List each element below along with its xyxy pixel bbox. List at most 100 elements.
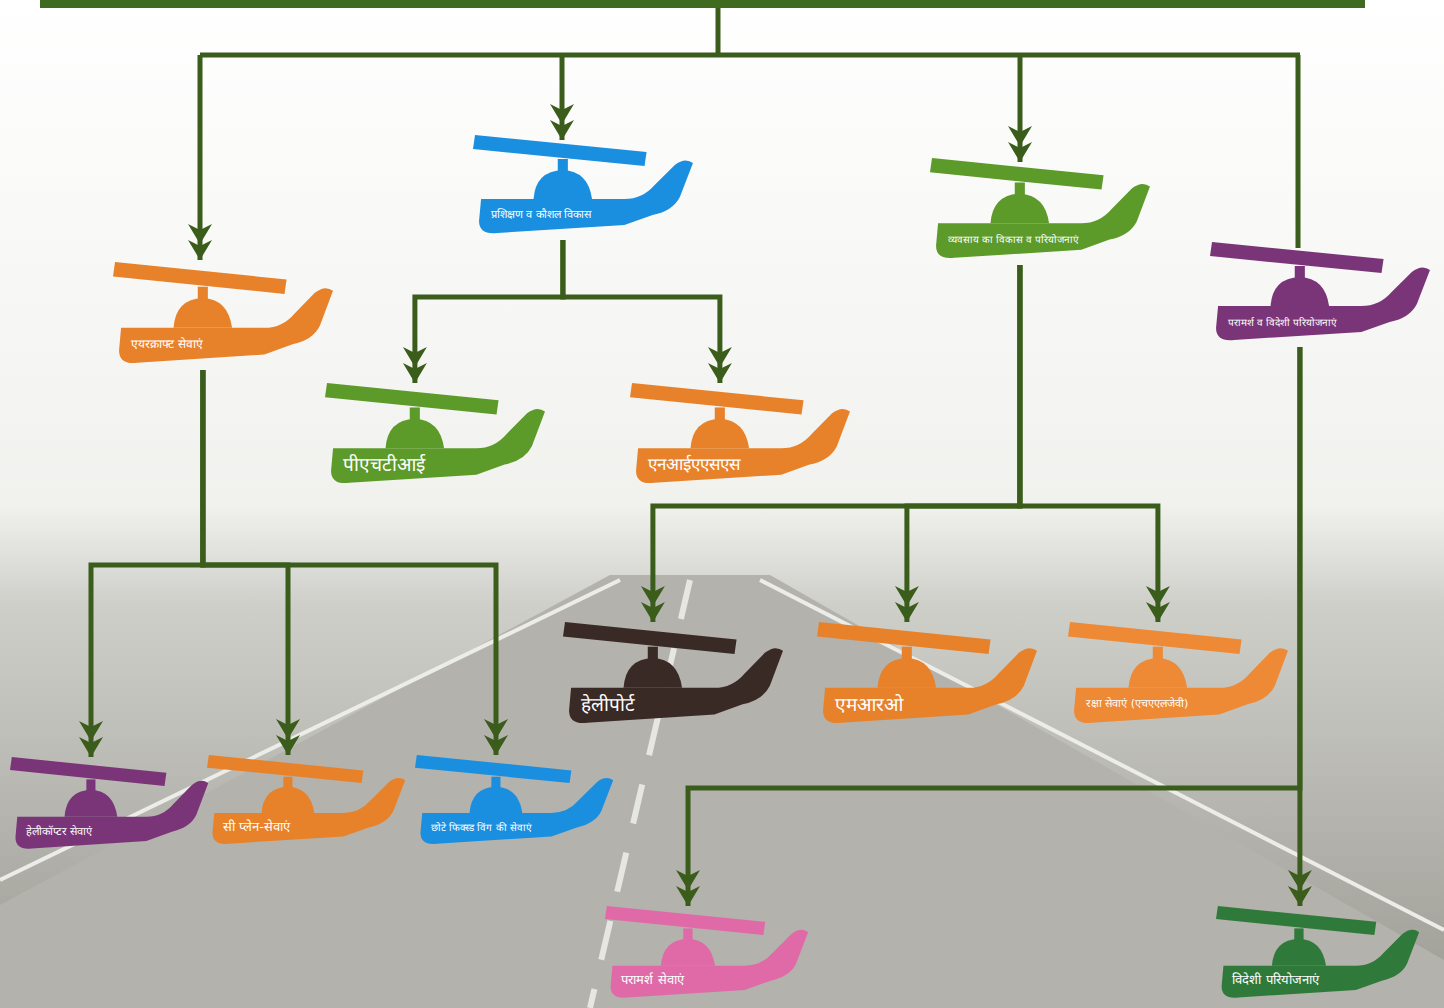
cabin-dome (661, 939, 715, 966)
node-label: परामर्श सेवाएं (621, 973, 683, 988)
cabin-dome (386, 419, 445, 449)
cabin-dome (878, 658, 937, 688)
tree-connector (203, 370, 288, 755)
node-label-area: प्रशिक्षण व कौशल विकास (491, 199, 633, 232)
helicopter-body (1216, 267, 1430, 340)
root-branch (560, 55, 565, 140)
helicopter-shape (415, 755, 615, 850)
helicopter-node: सी प्लेन-सेवाएं (207, 755, 407, 850)
runway-edge-line (0, 580, 620, 880)
tree-connector (91, 370, 203, 757)
cabin-dome (1129, 658, 1188, 688)
helicopter-shape (1216, 906, 1421, 1004)
node-label: हेलीकॉप्टर सेवाएं (26, 826, 93, 839)
node-label-area: रक्षा सेवाएं (एचएएलजेवी) (1086, 688, 1228, 721)
node-label: प्रशिक्षण व कौशल विकास (491, 209, 592, 222)
helicopter-body (823, 648, 1037, 723)
helicopter-body (1074, 648, 1288, 723)
tree-connector (203, 370, 496, 755)
cabin-dome (262, 787, 315, 813)
helicopter-body (611, 930, 809, 998)
node-label-area: हेलीकॉप्टर सेवाएं (26, 817, 154, 847)
helicopter-node: व्यवसाय का विकास व परियोजनाएं (930, 158, 1152, 265)
root-bar (40, 0, 1365, 8)
helicopter-shape (113, 262, 335, 370)
helicopter-body (1222, 930, 1420, 998)
node-label: रक्षा सेवाएं (एचएएलजेवी) (1086, 698, 1189, 711)
helicopter-node: एयरक्राफ्ट सेवाएं (113, 262, 335, 370)
cabin-dome (624, 658, 683, 688)
tree-connector (907, 265, 1020, 622)
root-stem (716, 8, 721, 55)
cabin-dome (1272, 939, 1326, 966)
runway-edge-line (760, 580, 1444, 930)
node-label-area: हेलीपोर्ट (581, 688, 723, 721)
helicopter-body (420, 778, 613, 844)
tree-connector (1020, 265, 1158, 622)
root-branch (1018, 55, 1023, 162)
helicopter-body (331, 409, 545, 483)
node-label-area: परामर्श सेवाएं (621, 966, 752, 996)
node-label-area: परामर्श व विदेशी परियोजनाएं (1228, 306, 1370, 339)
node-label: पीएचटीआई (343, 454, 425, 476)
node-label: छोटे फिक्स्ड विंग की सेवाएं (431, 822, 532, 834)
helicopter-node: परामर्श सेवाएं (605, 906, 810, 1004)
node-label-area: विदेशी परियोजनाएं (1232, 966, 1363, 996)
node-label: व्यवसाय का विकास व परियोजनाएं (948, 234, 1080, 246)
helicopter-body (636, 409, 850, 483)
tree-connector (653, 265, 1020, 622)
helicopter-shape (930, 158, 1152, 265)
helicopter-shape (1210, 242, 1432, 347)
node-label: सी प्लेन-सेवाएं (223, 820, 290, 835)
helicopter-body (212, 778, 405, 844)
cabin-dome (991, 194, 1050, 224)
node-label: एमआरओ (835, 694, 903, 716)
node-label-area: एनआईएएसएस (648, 448, 790, 481)
cabin-dome (1271, 277, 1330, 306)
helicopter-node: परामर्श व विदेशी परियोजनाएं (1210, 242, 1432, 347)
cabin-dome (534, 170, 593, 199)
root-branch (198, 55, 203, 260)
node-label: विदेशी परियोजनाएं (1232, 973, 1318, 988)
helicopter-node: पीएचटीआई (325, 383, 547, 490)
helicopter-body (15, 781, 208, 849)
node-label: हेलीपोर्ट (581, 694, 635, 716)
helicopter-shape (605, 906, 810, 1004)
helicopter-body (479, 160, 693, 233)
helicopter-node: हेलीकॉप्टर सेवाएं (10, 757, 210, 855)
helicopter-node: विदेशी परियोजनाएं (1216, 906, 1421, 1004)
helicopter-node: एनआईएएसएस (630, 383, 852, 490)
node-label-area: पीएचटीआई (343, 448, 485, 481)
node-label-area: सी प्लेन-सेवाएं (223, 813, 351, 842)
helicopter-shape (1068, 622, 1290, 730)
runway-surface (0, 575, 1444, 1008)
helicopter-shape (10, 757, 210, 855)
tree-connector (563, 240, 720, 383)
helicopter-body (119, 288, 333, 363)
cabin-dome (470, 787, 523, 813)
helicopter-node: एमआरओ (817, 622, 1039, 730)
root-branch (1296, 55, 1301, 248)
node-label: परामर्श व विदेशी परियोजनाएं (1228, 317, 1338, 329)
helicopter-node: हेलीपोर्ट (563, 622, 785, 730)
node-label: एयरक्राफ्ट सेवाएं (131, 338, 203, 352)
root-bus (200, 53, 1300, 58)
node-label-area: एमआरओ (835, 688, 977, 721)
cabin-dome (65, 790, 118, 817)
helicopter-shape (207, 755, 407, 850)
tree-connector (688, 347, 1300, 906)
cabin-dome (691, 419, 750, 449)
tree-connector (1297, 347, 1302, 906)
helicopter-shape (473, 135, 695, 240)
helicopter-node: प्रशिक्षण व कौशल विकास (473, 135, 695, 240)
node-label: एनआईएएसएस (648, 455, 740, 475)
cabin-dome (174, 298, 233, 328)
node-label-area: छोटे फिक्स्ड विंग की सेवाएं (431, 813, 559, 842)
node-label-area: व्यवसाय का विकास व परियोजनाएं (948, 223, 1090, 256)
helicopter-body (936, 184, 1150, 258)
helicopter-node: रक्षा सेवाएं (एचएएलजेवी) (1068, 622, 1290, 730)
